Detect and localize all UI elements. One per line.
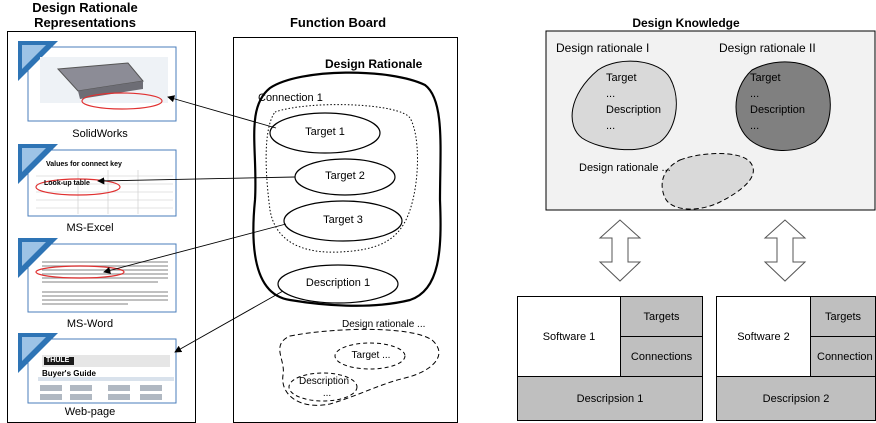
design-knowledge-title: Design Knowledge <box>632 16 740 30</box>
software-1-name: Software 1 <box>517 296 621 377</box>
web-thumb-brand: THULE <box>46 357 70 364</box>
software-1-description: Descripsion 1 <box>517 376 703 421</box>
rationale-1-title: Design rationale I <box>556 41 650 55</box>
rationale-2-blob <box>735 61 831 151</box>
placeholder-description-node <box>288 372 358 402</box>
rationale-1-description: Description <box>606 104 662 116</box>
rationale-2-ellipsis-1: ... <box>750 88 760 100</box>
rationale-2-body: Target ... Description ... <box>750 70 805 134</box>
function-board-title: Function Board <box>289 15 387 30</box>
solidworks-thumbnail <box>18 41 178 123</box>
software-2-description: Descripsion 2 <box>716 376 876 421</box>
word-thumbnail <box>18 238 178 314</box>
software-2-block: Software 2 Targets Connection Descripsio… <box>716 296 876 421</box>
rationale-1-blob <box>571 60 677 151</box>
target-1-node[interactable] <box>269 112 381 154</box>
rationale-2-ellipsis-2: ... <box>750 120 760 132</box>
design-rationale-blob <box>252 71 442 307</box>
rationale-2-target: Target <box>750 72 781 84</box>
left-panel-title-line1: Design Rationale <box>32 0 138 15</box>
left-panel-title-line2: Representations <box>34 15 136 30</box>
software-1-connections: Connections <box>620 336 703 377</box>
rationale-more-label: Design rationale ... <box>579 162 671 174</box>
rationale-1-ellipsis-2: ... <box>606 120 616 132</box>
placeholder-blob <box>279 328 440 406</box>
placeholder-target: Target ... <box>351 350 391 361</box>
placeholder-title: Design rationale ... <box>342 319 426 330</box>
target-3-label: Target 3 <box>323 214 363 226</box>
arrow-target3-word <box>103 223 287 274</box>
target-3-node[interactable] <box>283 200 403 242</box>
arrow-description1-web <box>174 290 284 353</box>
placeholder-ellipsis: ... <box>322 388 332 399</box>
rationale-1-target: Target <box>606 72 637 84</box>
rationale-1-ellipsis-1: ... <box>606 88 616 100</box>
excel-thumb-table: Look-up table <box>44 180 90 187</box>
software-2-connections: Connection <box>810 336 876 377</box>
rationale-1-body: Target ... Description ... <box>606 70 661 134</box>
target-1-label: Target 1 <box>305 126 345 138</box>
double-arrow-2 <box>763 219 807 282</box>
excel-thumb-heading: Values for connect key <box>46 161 122 168</box>
software-1-block: Software 1 Targets Connections Descripsi… <box>517 296 703 421</box>
target-2-label: Target 2 <box>325 170 365 182</box>
rationale-2-description: Description <box>750 104 806 116</box>
description-1-node[interactable] <box>277 264 399 304</box>
placeholder-target-node <box>334 342 406 370</box>
double-arrow-1 <box>598 219 642 282</box>
rationale-more-blob <box>661 153 754 210</box>
word-label: MS-Word <box>66 318 114 330</box>
placeholder-description: Description <box>298 376 350 387</box>
arrow-target2-excel <box>97 176 296 185</box>
software-2-targets: Targets <box>810 296 876 337</box>
excel-label: MS-Excel <box>66 222 114 234</box>
web-thumb-heading: Buyer's Guide <box>42 369 96 378</box>
connection-label: Connection 1 <box>258 92 323 104</box>
design-rationale-label: Design Rationale <box>325 57 423 71</box>
rationale-2-title: Design rationale II <box>719 41 816 55</box>
arrow-target1-solidworks <box>167 95 277 129</box>
left-panel-title: Design Rationale Representations <box>0 0 170 30</box>
software-1-targets: Targets <box>620 296 703 337</box>
excel-thumbnail: Values for connect key Look-up table <box>18 144 178 218</box>
webpage-label: Web-page <box>64 406 116 418</box>
software-2-name: Software 2 <box>716 296 811 377</box>
description-1-label: Description 1 <box>305 277 371 289</box>
solidworks-label: SolidWorks <box>72 128 128 140</box>
webpage-thumbnail: THULE Buyer's Guide <box>18 333 178 405</box>
